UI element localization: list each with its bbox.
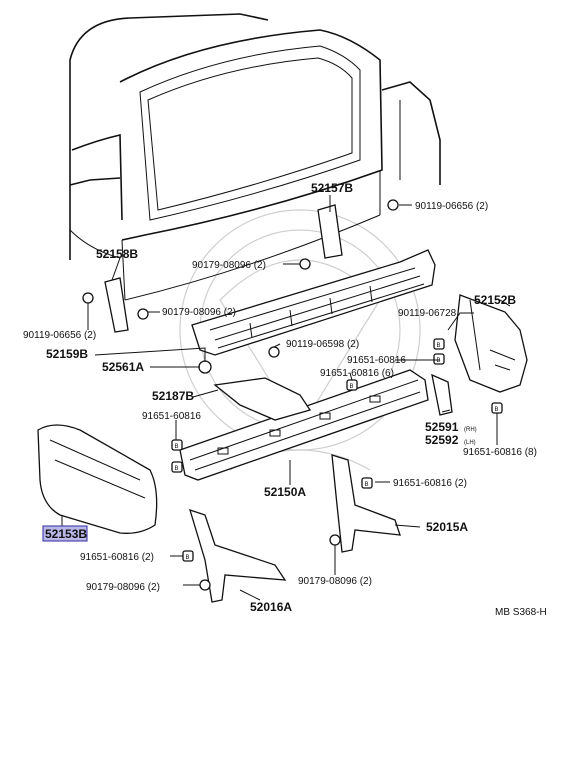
- label-52592-side: (LH): [464, 440, 476, 446]
- label-52591[interactable]: 52591: [425, 420, 459, 434]
- bolt-b-mark: B: [171, 439, 183, 451]
- label-90119-06598[interactable]: 90119-06598 (2): [286, 339, 359, 350]
- svg-text:B: B: [495, 407, 499, 413]
- label-52016A[interactable]: 52016A: [250, 600, 292, 614]
- bolt-b-mark: B: [433, 338, 445, 350]
- bolt-b-mark: B: [361, 477, 373, 489]
- label-91651-60816-bl[interactable]: 91651-60816 (2): [80, 552, 154, 563]
- bumper-end-52153B: [37, 424, 158, 534]
- label-90119-06728[interactable]: 90119-06728: [398, 308, 457, 319]
- label-90179-08096-b[interactable]: 90179-08096 (2): [162, 307, 236, 318]
- bumper-step-52159B: [191, 249, 436, 356]
- label-90119-06656-left[interactable]: 90119-06656 (2): [23, 330, 96, 341]
- label-52157B[interactable]: 52157B: [311, 181, 353, 195]
- label-52015A[interactable]: 52015A: [426, 520, 468, 534]
- label-52591-side: (RH): [464, 427, 477, 433]
- bolt-b-mark: B: [346, 379, 358, 391]
- svg-text:B: B: [437, 358, 441, 364]
- reference-code: MB S368-H: [495, 607, 547, 618]
- bolt-markers: [82, 199, 399, 591]
- selected-part-label[interactable]: 52153B: [42, 525, 88, 542]
- label-52592[interactable]: 52592: [425, 433, 459, 447]
- bolt-b-mark: B: [433, 353, 445, 365]
- retainer-52561A: [198, 360, 212, 374]
- bracket-52591-52592: [431, 373, 453, 416]
- label-90179-08096-c[interactable]: 90179-08096 (2): [86, 582, 160, 593]
- label-52187B[interactable]: 52187B: [152, 389, 194, 403]
- label-91651-60816-8[interactable]: 91651-60816 (8): [463, 447, 537, 458]
- label-90179-08096-a[interactable]: 90179-08096 (2): [192, 260, 266, 271]
- label-91651-60816-a[interactable]: 91651-60816: [347, 355, 406, 366]
- label-91651-60816-left[interactable]: 91651-60816: [142, 411, 201, 422]
- label-90119-06656-top[interactable]: 90119-06656 (2): [415, 201, 488, 212]
- svg-text:B: B: [186, 555, 190, 561]
- label-52150A[interactable]: 52150A: [264, 485, 306, 499]
- leader-lines: [61, 195, 511, 601]
- bumper-reinforcement-52150A: [179, 369, 429, 481]
- stay-52015A: [331, 454, 401, 553]
- label-91651-60816-right[interactable]: 91651-60816 (2): [393, 478, 467, 489]
- bolt-b-marks: B B B B B B B B: [171, 338, 503, 562]
- svg-text:B: B: [437, 343, 441, 349]
- label-52159B[interactable]: 52159B: [46, 347, 88, 361]
- label-91651-60816-b[interactable]: 91651-60816 (6): [320, 368, 394, 379]
- svg-text:B: B: [175, 444, 179, 450]
- brackets-52158B-52157B: [104, 204, 343, 333]
- label-52561A[interactable]: 52561A: [102, 360, 144, 374]
- bracket-52187B: [213, 377, 312, 421]
- part-labels: 52157B 90119-06656 (2) 52158B 90179-0809…: [23, 181, 547, 618]
- label-52158B[interactable]: 52158B: [96, 247, 138, 261]
- svg-text:B: B: [175, 466, 179, 472]
- bolt-b-mark: B: [171, 461, 183, 473]
- bumper-end-52152B: [454, 294, 528, 393]
- svg-text:B: B: [365, 482, 369, 488]
- bolt-b-mark: B: [182, 550, 194, 562]
- label-52153B[interactable]: 52153B: [45, 527, 87, 541]
- label-90179-08096-d[interactable]: 90179-08096 (2): [298, 576, 372, 587]
- vehicle-body-outline: [69, 13, 441, 301]
- svg-text:B: B: [350, 384, 354, 390]
- label-52152B[interactable]: 52152B: [474, 293, 516, 307]
- bolt-b-mark: B: [491, 402, 503, 414]
